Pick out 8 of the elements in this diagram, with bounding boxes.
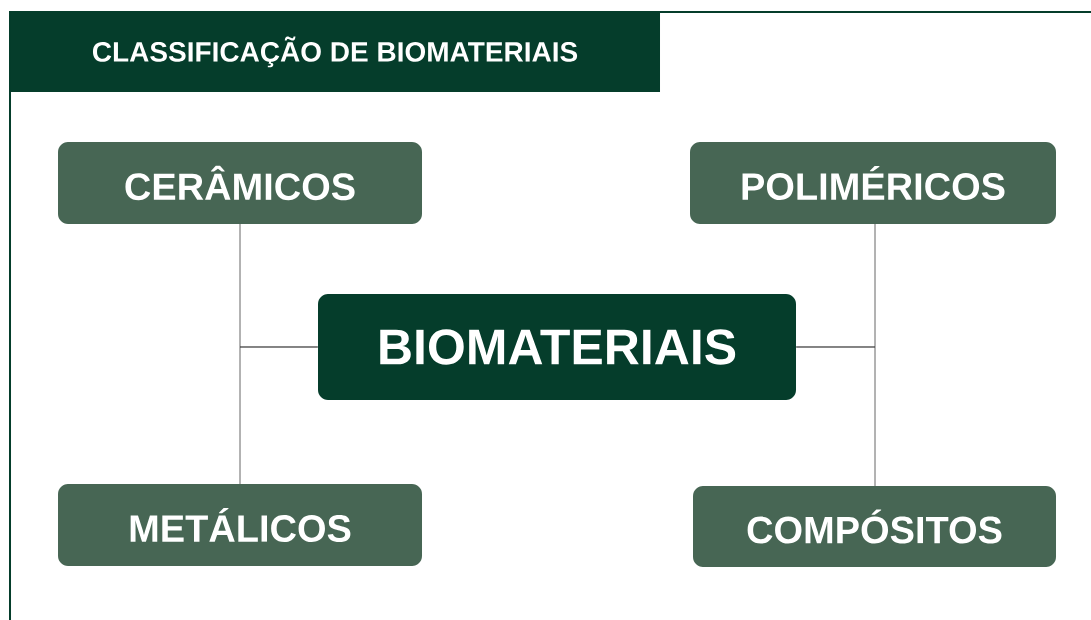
category-box: CERÂMICOS	[58, 142, 422, 224]
connector-line	[239, 346, 319, 485]
connector-line	[795, 346, 876, 487]
title-banner: CLASSIFICAÇÃO DE BIOMATERIAIS	[10, 12, 660, 92]
category-box: COMPÓSITOS	[693, 486, 1056, 567]
category-box: POLIMÉRICOS	[690, 142, 1056, 224]
category-box: METÁLICOS	[58, 484, 422, 566]
central-box: BIOMATERIAIS	[318, 294, 796, 400]
